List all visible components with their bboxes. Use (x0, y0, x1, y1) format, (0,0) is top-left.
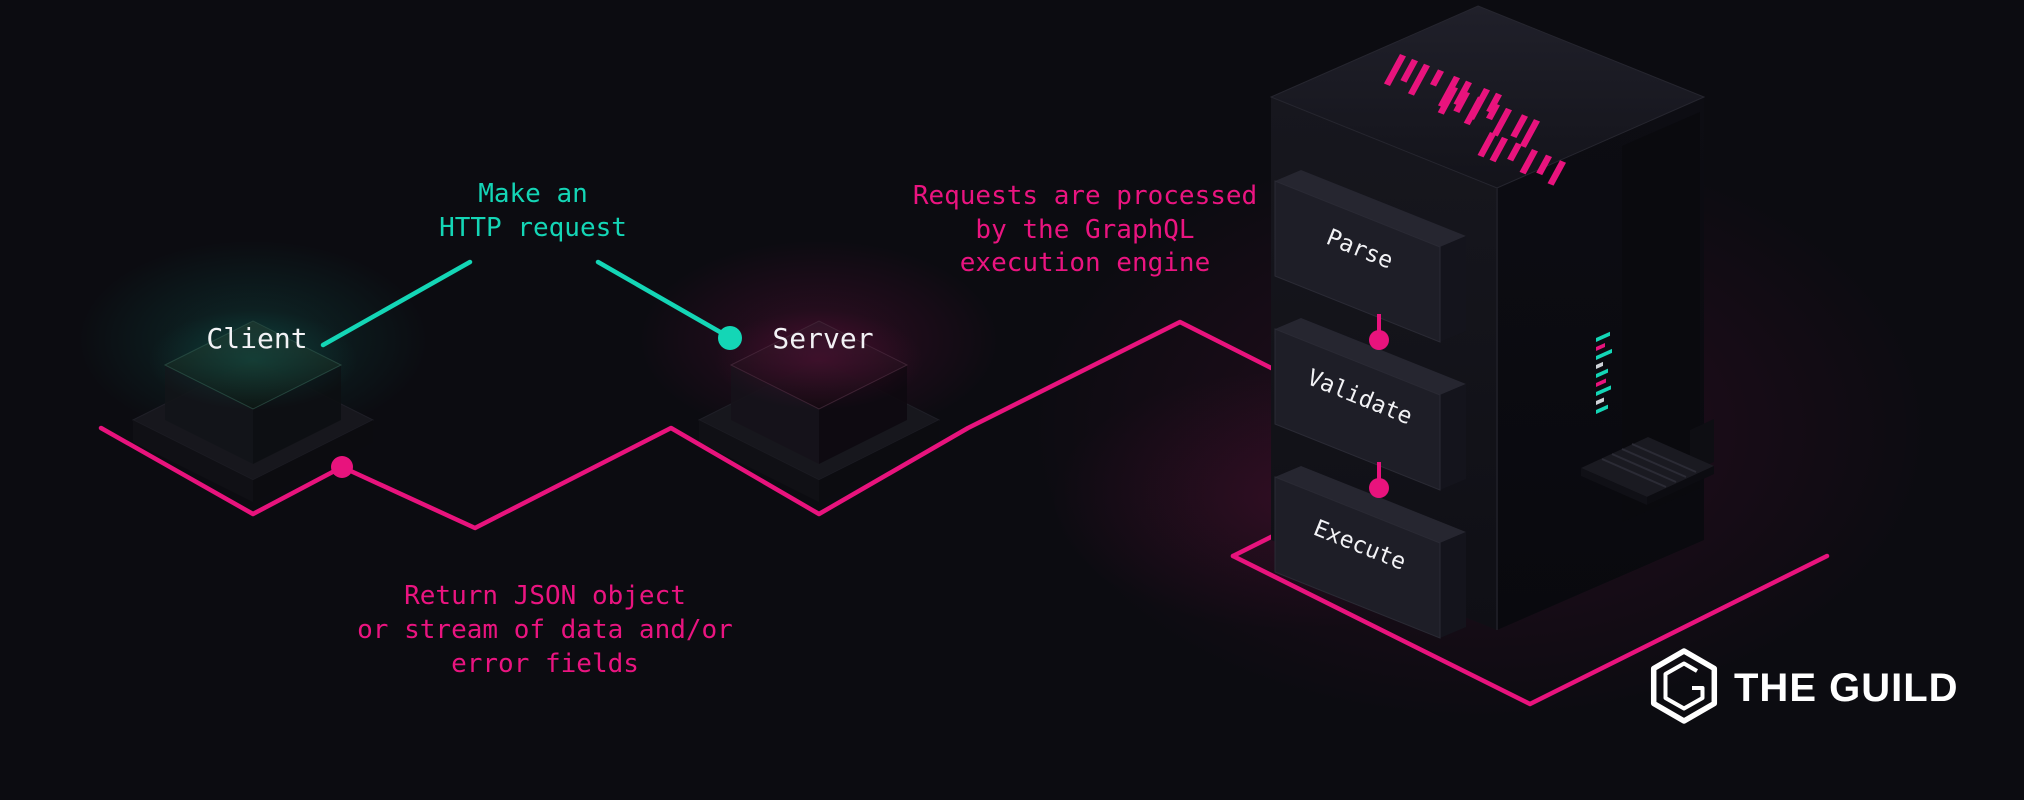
server-label: Server (772, 322, 873, 355)
graphql-engine-tower (1269, 5, 1706, 639)
svg-text:error fields: error fields (451, 649, 639, 679)
status-led-marks (1596, 331, 1612, 414)
svg-text:or stream of data and/or: or stream of data and/or (357, 615, 733, 645)
response-endpoint-dot (331, 456, 353, 478)
the-guild-logo: THE GUILD (1650, 648, 1959, 724)
server-node (697, 310, 941, 502)
request-annotation: Make an HTTP request (439, 179, 627, 243)
request-endpoint-dot (718, 326, 742, 350)
response-annotation: Return JSON object or stream of data and… (357, 581, 733, 679)
step-box-parse (1274, 170, 1466, 343)
the-guild-logo-text: THE GUILD (1734, 666, 1959, 710)
request-flow-path (320, 259, 730, 348)
svg-text:Make an: Make an (478, 179, 588, 209)
step-box-validate (1274, 318, 1466, 491)
client-label: Client (206, 322, 307, 355)
response-flow-path (98, 319, 1830, 707)
svg-text:by the GraphQL: by the GraphQL (975, 215, 1194, 245)
svg-text:Requests are processed: Requests are processed (913, 181, 1257, 211)
svg-text:Return JSON object: Return JSON object (404, 581, 686, 611)
client-node (131, 310, 375, 502)
engine-annotation: Requests are processed by the GraphQL ex… (913, 181, 1257, 278)
barcode-marks (1383, 54, 1566, 186)
step-connector-dots (1369, 314, 1389, 498)
step-box-execute (1274, 466, 1466, 639)
the-guild-logo-icon (1650, 648, 1718, 724)
svg-text:HTTP request: HTTP request (439, 213, 627, 243)
svg-text:execution engine: execution engine (960, 248, 1210, 278)
terminal-keyboard (1581, 419, 1714, 505)
